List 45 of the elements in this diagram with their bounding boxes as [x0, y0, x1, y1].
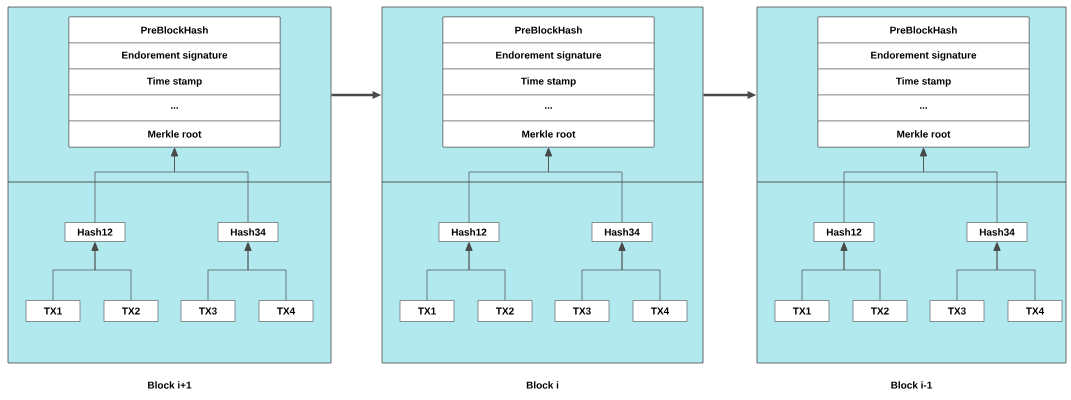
block-label: Block i+1	[148, 381, 192, 389]
arrow	[244, 242, 287, 301]
arrow	[618, 242, 661, 301]
hash-box: Hash12	[813, 222, 875, 242]
transaction-box: TX3	[554, 300, 610, 322]
arrow	[91, 242, 132, 301]
arrow	[465, 242, 506, 301]
transaction-box: TX4	[258, 300, 314, 322]
arrow	[840, 242, 881, 301]
hash-box: Hash34	[591, 222, 653, 242]
arrow	[993, 242, 1036, 301]
hash-box: Hash34	[966, 222, 1028, 242]
transaction-box: TX4	[1007, 300, 1063, 322]
transaction-box: TX1	[399, 300, 455, 322]
header-row: ...	[817, 94, 1030, 122]
transaction-box: TX4	[632, 300, 688, 322]
header-row: PreBlockHash	[68, 16, 281, 44]
hash-box: Hash34	[217, 222, 279, 242]
header-row: PreBlockHash	[817, 16, 1030, 44]
hash-box: Hash12	[438, 222, 500, 242]
hash-box: Hash12	[64, 222, 126, 242]
header-row: Time stamp	[442, 68, 655, 96]
block-label: Block i-1	[891, 381, 933, 389]
transaction-box: TX3	[929, 300, 985, 322]
header-row: ...	[68, 94, 281, 122]
header-row: Time stamp	[817, 68, 1030, 96]
transaction-box: TX3	[180, 300, 236, 322]
transaction-box: TX2	[477, 300, 533, 322]
header-row: PreBlockHash	[442, 16, 655, 44]
transaction-box: TX2	[103, 300, 159, 322]
transaction-box: TX2	[852, 300, 908, 322]
block-label: Block i	[526, 381, 559, 389]
arrow	[171, 147, 249, 223]
arrow	[920, 147, 998, 223]
header-row: Merkle root	[442, 120, 655, 148]
header-row: Time stamp	[68, 68, 281, 96]
header-row: Endorement signature	[68, 42, 281, 70]
transaction-box: TX1	[774, 300, 830, 322]
header-row: Endorement signature	[817, 42, 1030, 70]
header-row: Merkle root	[68, 120, 281, 148]
header-row: ...	[442, 94, 655, 122]
header-row: Merkle root	[817, 120, 1030, 148]
header-row: Endorement signature	[442, 42, 655, 70]
transaction-box: TX1	[25, 300, 81, 322]
arrow	[545, 147, 623, 223]
